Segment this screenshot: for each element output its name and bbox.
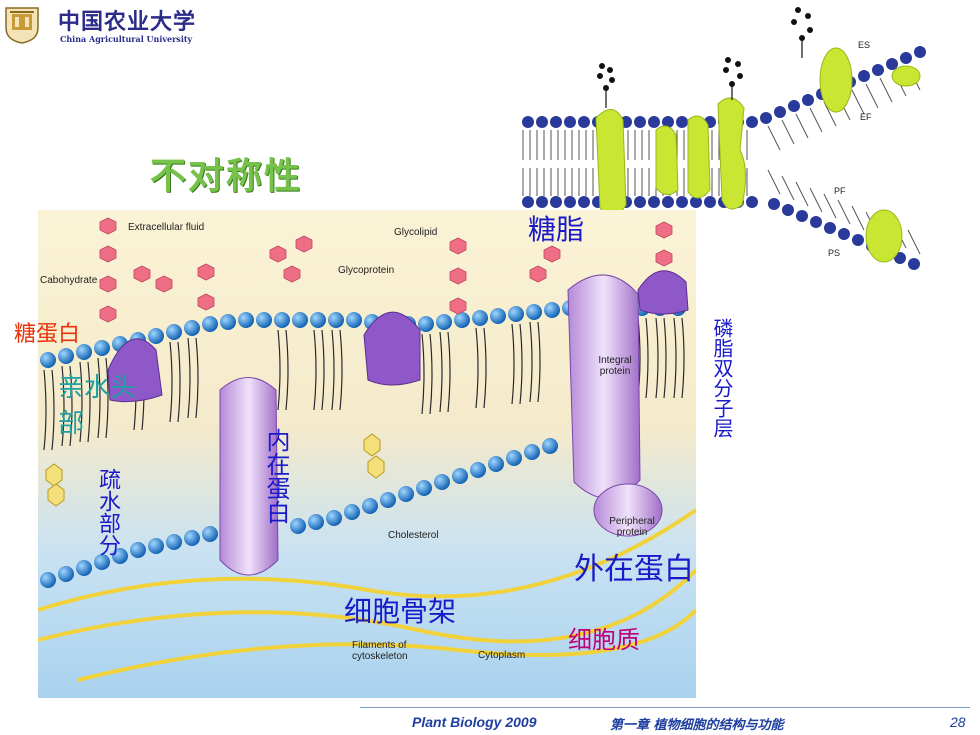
annotation-glycoprotein: 糖蛋白 — [14, 322, 81, 347]
annotation-intrinsic-protein: 内在蛋白 — [262, 428, 290, 524]
ef-label: EF — [860, 112, 872, 122]
inner-phospholipid-heads — [40, 438, 558, 588]
university-name-en: China Agricultural University — [60, 34, 193, 44]
footer-chapter: 第一章 植物细胞的结构与功能 — [610, 718, 784, 733]
ps-label: PS — [828, 248, 841, 258]
label-extracellular-fluid: Extracellular fluid — [128, 222, 205, 233]
footer-divider — [360, 707, 970, 708]
annotation-cytoskeleton: 细胞骨架 — [344, 595, 457, 628]
page-number: 28 — [950, 714, 966, 730]
label-glycoprotein-en: Glycoprotein — [338, 265, 395, 276]
label-glycolipid-en: Glycolipid — [394, 227, 438, 238]
carbohydrate-chains — [597, 7, 813, 91]
label-cholesterol: Cholesterol — [388, 530, 439, 541]
footer-course: Plant Biology 2009 — [412, 714, 537, 730]
label-carbohydrate: Cabohydrate — [40, 275, 98, 286]
university-seal-icon — [5, 7, 39, 44]
slide-title: 不对称性 — [150, 156, 303, 197]
annotation-extrinsic-protein: 外在蛋白 — [574, 552, 694, 587]
label-peripheral-protein: Peripheral protein — [609, 516, 655, 538]
annotation-phospholipid-bilayer: 磷脂双分子层 — [710, 318, 734, 438]
annotation-hydrophobic-part: 疏水部分 — [95, 468, 120, 556]
annotation-hydrophilic-head: 亲水头部 — [58, 373, 137, 439]
pf-label: PF — [834, 186, 846, 196]
carbohydrate-chains-figure — [99, 217, 673, 323]
annotation-glycolipid: 糖脂 — [528, 213, 585, 246]
annotation-cytoplasm: 细胞质 — [568, 626, 640, 654]
carbohydrate-links — [605, 38, 803, 108]
label-filaments: Filaments of cytoskeleton — [352, 640, 408, 662]
fluid-mosaic-membrane-figure — [38, 210, 696, 698]
membrane-proteins-figure — [107, 270, 689, 576]
cytoskeleton-filaments — [38, 508, 696, 682]
label-integral-protein: Integral protein — [598, 355, 632, 377]
membrane-proteins — [595, 47, 921, 263]
lipid-tails-upper — [522, 65, 921, 160]
label-cytoplasm-en: Cytoplasm — [478, 650, 526, 661]
es-label: ES — [858, 40, 871, 50]
cholesterol-molecules — [45, 433, 385, 507]
university-name-cn: 中国农业大学 — [58, 9, 197, 35]
freeze-fracture-diagram — [522, 7, 926, 270]
